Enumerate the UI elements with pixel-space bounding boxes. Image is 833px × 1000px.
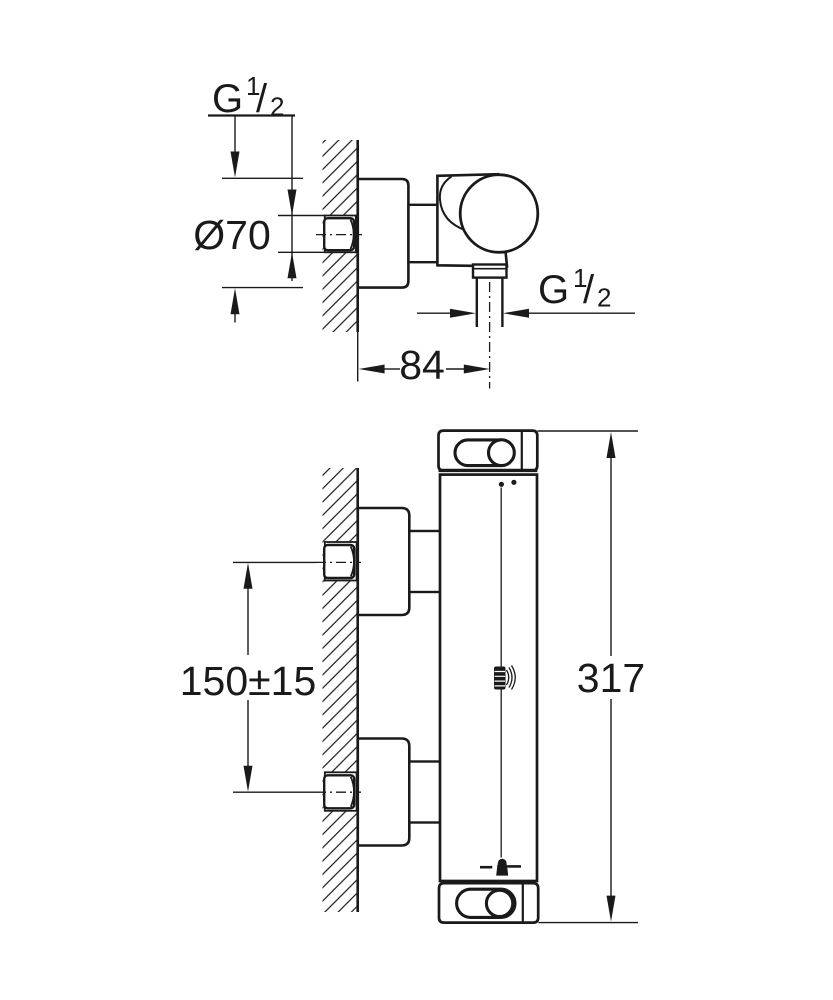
marker-base [496,864,509,876]
dim-label-84: 84 [399,342,445,388]
dim-arrow [287,252,297,279]
logo-arc [505,669,510,686]
wall-hatch-front-view [322,468,358,912]
escutcheon-flange [356,177,410,289]
logo-block [494,666,506,690]
dim-diameter-70 [222,115,303,323]
thread-top-den: 2 [270,92,284,122]
lower-escutcheon [356,737,411,847]
lower-neck [408,760,442,824]
upper-union-nut [323,543,356,580]
dim-thread-top-label: G 1 / 2 [212,71,284,122]
logo-arc [510,665,516,690]
dim-arrow [503,308,529,318]
thread-outlet-num: 1 [573,263,587,293]
bottom-knob-circle [484,888,515,919]
dim-label-diameter: Ø70 [193,212,271,258]
thread-top-g: G [212,77,243,121]
dim-arrow [287,189,297,216]
logo-slits [494,670,505,687]
dim-outlet-thread [417,308,635,318]
thread-outlet-g: G [538,268,569,312]
top-knob-circle [486,438,516,468]
upper-neck [408,529,442,594]
dim-thread-top [208,114,325,281]
nut-curve [349,546,355,577]
grohe-logo [494,665,516,690]
dim-arrow [230,151,240,178]
dim-arrow [606,432,616,458]
dim-arrow [606,895,616,922]
outlet-collar-nut [471,263,508,279]
thread-outlet-slash: / [583,268,595,312]
thread-outlet-den: 2 [597,283,611,313]
temperature-stop-marker [480,858,521,876]
dim-arrow [243,562,253,589]
indicator-dot [498,481,504,487]
dim-arrow [230,288,240,315]
dim-outlet-thread-label: G 1 / 2 [538,263,611,313]
thread-top-num: 1 [246,71,260,101]
dim-inlet-spacing [233,561,317,793]
dim-wall-to-outlet [357,282,491,389]
dim-label-150: 150±15 [180,658,317,704]
body-contour-arc [438,175,467,232]
dim-overall-height [537,430,638,924]
thermostat-knob [458,173,540,254]
logo-arc [508,667,513,688]
nut-curve [349,219,355,250]
nut-curve [349,776,355,808]
dim-arrow [463,364,490,374]
shower-bar [438,473,539,883]
dim-arrow [243,765,253,792]
upper-escutcheon [356,506,411,617]
thread-top-slash: / [256,77,268,121]
dim-arrow [450,308,476,318]
connection-neck [407,203,439,264]
side-view: G 1 / 2 Ø70 G 1 / 2 [193,71,635,389]
indicator-dot [511,479,517,485]
front-view: 150±15 317 [180,429,645,924]
dim-arrow [358,364,385,374]
dim-label-317: 317 [577,655,645,701]
